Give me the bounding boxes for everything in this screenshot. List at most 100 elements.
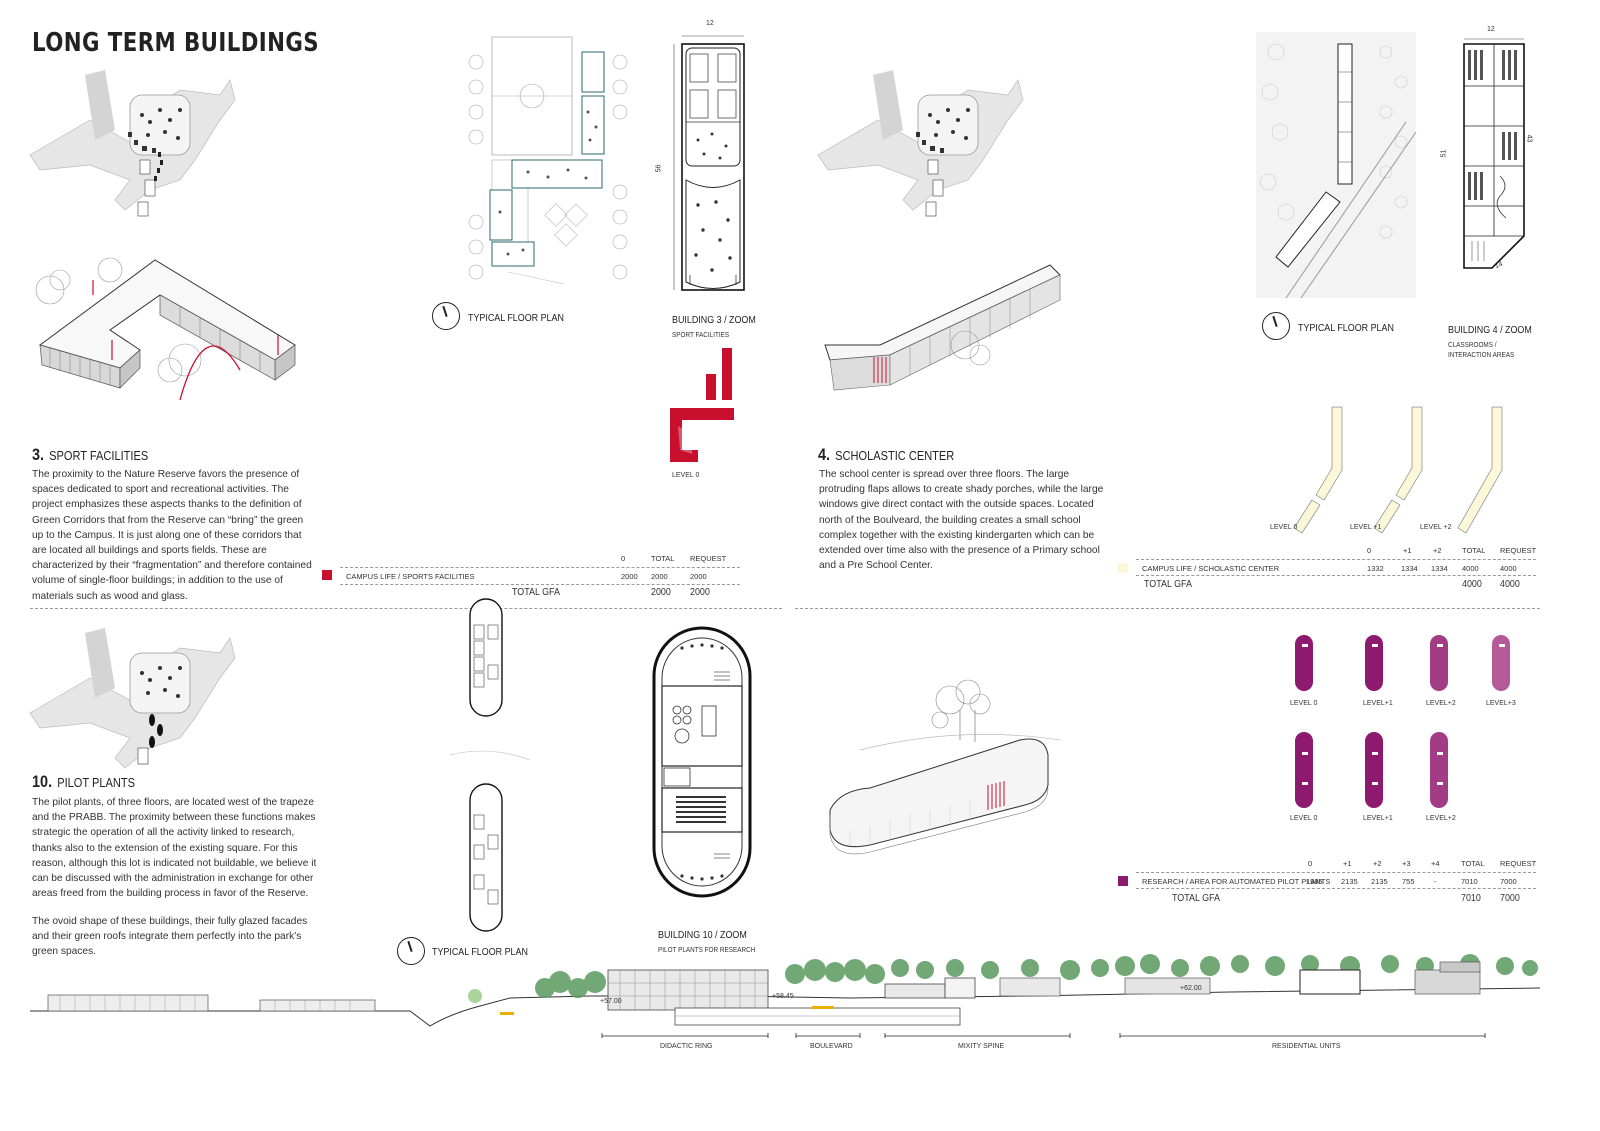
pilot-gfa-request: 7000 xyxy=(1500,892,1520,904)
section-label-mixity: MIXITY SPINE xyxy=(958,1043,1005,1050)
sport-row-0: 2000 xyxy=(621,572,638,581)
school-row-label: CAMPUS LIFE / SCHOLASTIC CENTER xyxy=(1142,564,1280,573)
pilot-paragraph-1: The pilot plants, of three floors, are l… xyxy=(32,797,317,900)
pilot-zoom-title: BUILDING 10 / ZOOM xyxy=(658,929,747,941)
sport-gfa-total: 2000 xyxy=(651,586,671,598)
school-table-rule xyxy=(1136,559,1536,560)
sport-table-rule xyxy=(340,567,740,568)
school-table-rule-2 xyxy=(1136,575,1536,576)
pilot-row-total: 7010 xyxy=(1461,877,1478,886)
school-floor-plan xyxy=(1256,32,1417,299)
school-zoom-title: BUILDING 4 / ZOOM xyxy=(1448,324,1532,336)
pilot-zoom-subtitle: PILOT PLANTS FOR RESEARCH xyxy=(658,945,756,954)
pilot-gfa-total: 7010 xyxy=(1461,892,1481,904)
sport-heading-text: SPORT FACILITIES xyxy=(49,448,149,463)
school-key-map xyxy=(817,70,1024,217)
pilot-key-map xyxy=(29,628,236,769)
school-th-2: +2 xyxy=(1433,546,1442,555)
sport-paragraph: The proximity to the Nature Reserve favo… xyxy=(32,469,312,602)
sport-gfa-label: TOTAL GFA xyxy=(512,586,560,598)
school-level-0: LEVEL 0 xyxy=(1270,524,1298,531)
school-plan-label: TYPICAL FLOOR PLAN xyxy=(1298,322,1394,334)
pilot-row-3: 755 xyxy=(1402,877,1415,886)
sport-row-total: 2000 xyxy=(651,572,668,581)
pilot-gfa-label: TOTAL GFA xyxy=(1172,892,1220,904)
sport-level-diagram xyxy=(670,348,734,462)
pilot-level-a3: LEVEL+3 xyxy=(1486,700,1516,707)
school-paragraph: The school center is spread over three f… xyxy=(819,469,1104,572)
pilot-level-a1: LEVEL+1 xyxy=(1363,700,1393,707)
pilot-compass-icon xyxy=(397,937,425,965)
sport-number: 3. xyxy=(32,445,45,464)
sport-floor-plan xyxy=(468,36,628,285)
school-gfa-total: 4000 xyxy=(1462,578,1482,590)
sport-row-request: 2000 xyxy=(690,572,707,581)
school-zoom-plan xyxy=(1463,38,1525,269)
sport-axonometric xyxy=(35,257,296,401)
school-th-total: TOTAL xyxy=(1462,546,1486,555)
section-label-didactic: DIDACTIC RING xyxy=(660,1043,713,1050)
school-row-request: 4000 xyxy=(1500,564,1517,573)
school-number: 4. xyxy=(818,445,831,464)
pilot-level-diagram xyxy=(1295,635,1510,808)
school-th-request: REQUEST xyxy=(1500,546,1537,555)
sport-plan-label: TYPICAL FLOOR PLAN xyxy=(468,312,564,324)
sport-row-label: CAMPUS LIFE / SPORTS FACILITIES xyxy=(346,572,475,581)
pilot-heading: 10. PILOT PLANTS xyxy=(32,772,135,792)
pilot-table-rule-2 xyxy=(1136,888,1536,889)
school-th-0: 0 xyxy=(1367,546,1372,555)
pilot-level-a0: LEVEL 0 xyxy=(1290,700,1318,707)
sport-gfa-request: 2000 xyxy=(690,586,710,598)
pilot-row-request: 7000 xyxy=(1500,877,1517,886)
sport-zoom-plan xyxy=(673,35,745,291)
school-level-diagram xyxy=(1293,406,1503,534)
school-gfa-request: 4000 xyxy=(1500,578,1520,590)
sport-th-0: 0 xyxy=(621,554,626,563)
pilot-row-4: - xyxy=(1434,877,1437,886)
sport-zoom-subtitle: SPORT FACILITIES xyxy=(672,330,730,339)
pilot-floor-plan xyxy=(449,598,531,932)
school-row-1: 1334 xyxy=(1401,564,1418,573)
page-title: LONG TERM BUILDINGS xyxy=(32,28,320,58)
pilot-axonometric xyxy=(829,679,1061,855)
pilot-level-b2: LEVEL+2 xyxy=(1426,815,1456,822)
site-section-drawing xyxy=(30,954,1541,1038)
school-zoom-subtitle-2: INTERACTION AREAS xyxy=(1448,350,1515,359)
sport-dim-length: 56 xyxy=(655,164,663,173)
school-gfa-label: TOTAL GFA xyxy=(1144,578,1192,590)
school-legend-swatch xyxy=(1118,563,1128,573)
pilot-th-0: 0 xyxy=(1308,859,1313,868)
section-level-a: +58.45 xyxy=(772,993,794,1000)
pilot-number: 10. xyxy=(32,772,53,791)
pilot-paragraph-2: The ovoid shape of these buildings, thei… xyxy=(32,916,308,958)
sport-zoom-title: BUILDING 3 / ZOOM xyxy=(672,314,756,326)
pilot-th-total: TOTAL xyxy=(1461,859,1485,868)
school-axonometric xyxy=(824,264,1061,391)
pilot-zoom-plan xyxy=(652,626,752,898)
section-level-b: +57.00 xyxy=(600,998,622,1005)
pilot-row-1: 2135 xyxy=(1341,877,1358,886)
pilot-th-1: +1 xyxy=(1343,859,1352,868)
school-heading: 4. SCHOLASTIC CENTER xyxy=(818,445,954,465)
school-level-1: LEVEL +1 xyxy=(1350,524,1382,531)
sport-th-request: REQUEST xyxy=(690,554,727,563)
school-heading-text: SCHOLASTIC CENTER xyxy=(835,448,955,463)
sport-legend-swatch xyxy=(322,570,332,580)
pilot-th-2: +2 xyxy=(1373,859,1382,868)
school-row-0: 1332 xyxy=(1367,564,1384,573)
sport-key-map xyxy=(29,70,236,217)
school-level-2: LEVEL +2 xyxy=(1420,524,1452,531)
sport-table-rule-2 xyxy=(340,584,740,585)
pilot-th-3: +3 xyxy=(1402,859,1411,868)
sport-th-total: TOTAL xyxy=(651,554,675,563)
pilot-row-2: 2135 xyxy=(1371,877,1388,886)
divider-right xyxy=(795,608,1540,609)
pilot-heading-text: PILOT PLANTS xyxy=(57,775,135,790)
section-label-boulevard: BOULEVARD xyxy=(810,1043,853,1050)
school-dim-1: 12 xyxy=(1487,26,1495,33)
sport-compass-icon xyxy=(432,302,460,330)
school-compass-icon xyxy=(1262,312,1290,340)
sport-dim-width: 12 xyxy=(706,20,714,27)
pilot-level-b1: LEVEL+1 xyxy=(1363,815,1393,822)
pilot-level-a2: LEVEL+2 xyxy=(1426,700,1456,707)
